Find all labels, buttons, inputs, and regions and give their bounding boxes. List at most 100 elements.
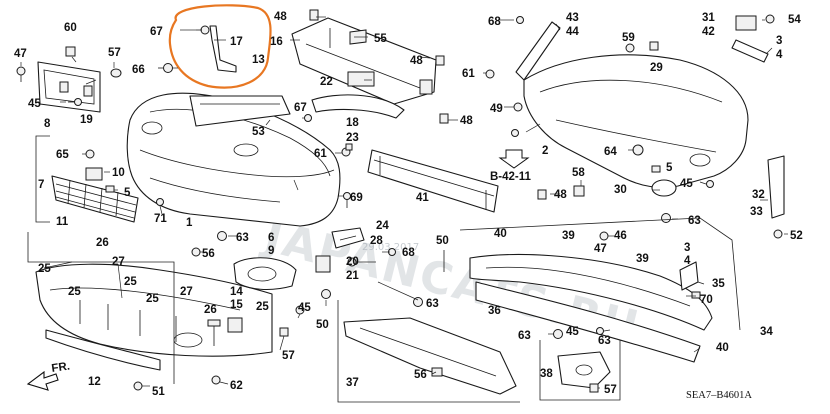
leader-lines xyxy=(20,16,788,389)
fastener-2-bolt xyxy=(511,129,519,137)
callout-64: 64 xyxy=(604,146,617,158)
callout-25b: 25 xyxy=(124,276,137,288)
highlight-circle xyxy=(168,4,272,89)
callout-60: 60 xyxy=(64,22,77,34)
fastener-60 xyxy=(65,46,76,57)
callout-14: 14 xyxy=(230,286,243,298)
callout-6: 6 xyxy=(268,232,274,244)
callout-70: 70 xyxy=(700,294,713,306)
callout-27b: 27 xyxy=(180,286,193,298)
callout-2: 2 xyxy=(542,145,548,157)
rear-bumper-cover xyxy=(523,54,749,189)
callout-15: 15 xyxy=(230,299,243,311)
callout-33: 33 xyxy=(750,206,763,218)
callout-3a: 3 xyxy=(776,35,782,47)
fog-clip-20 xyxy=(315,255,331,273)
callout-4b: 4 xyxy=(684,255,691,267)
rear-stay-42 xyxy=(731,39,769,63)
callout-8: 8 xyxy=(44,118,51,130)
callout-35: 35 xyxy=(712,278,725,290)
front-reinforcement-41 xyxy=(367,149,499,213)
fastener-45a xyxy=(68,98,82,106)
callout-17: 17 xyxy=(230,36,243,48)
callout-68a: 68 xyxy=(402,247,415,259)
callout-52: 52 xyxy=(790,230,803,242)
plate-18 xyxy=(311,94,405,119)
fastener-15 xyxy=(227,317,243,333)
grille-clip-5 xyxy=(105,185,115,193)
upper-bracket-17 xyxy=(196,25,237,73)
fastener-68b xyxy=(516,16,524,24)
fastener-52 xyxy=(773,229,783,239)
fastener-63c xyxy=(661,213,671,223)
fastener-28 xyxy=(207,319,221,327)
callout-22: 22 xyxy=(320,76,333,88)
rear-absorber-36 xyxy=(469,254,713,331)
fastener-63b xyxy=(413,297,423,307)
rear-stay-43 xyxy=(515,21,561,81)
callout-51: 51 xyxy=(152,386,165,398)
callout-40a: 40 xyxy=(494,228,507,240)
rear-callout-box xyxy=(459,217,741,331)
spoiler-callout-box xyxy=(27,232,175,384)
front-direction-arrow xyxy=(26,370,59,391)
callout-59: 59 xyxy=(622,32,635,44)
callout-39a: 39 xyxy=(562,230,575,242)
fastener-54 xyxy=(765,14,775,24)
fastener-23 xyxy=(345,143,353,151)
callout-65: 65 xyxy=(56,149,69,161)
fastener-70 xyxy=(691,291,701,299)
callout-39b: 39 xyxy=(636,253,649,265)
callout-45a: 45 xyxy=(28,98,41,110)
callout-11: 11 xyxy=(56,216,69,228)
fastener-50a xyxy=(321,289,331,299)
callout-20: 20 xyxy=(346,256,359,268)
callout-27a: 27 xyxy=(112,256,125,268)
callout-25e: 25 xyxy=(256,301,269,313)
callout-63b: 63 xyxy=(426,298,439,310)
fastener-48c xyxy=(439,113,449,124)
fastener-67b xyxy=(304,114,312,122)
callout-34: 34 xyxy=(760,326,773,338)
callout-46: 46 xyxy=(614,230,627,242)
callout-43: 43 xyxy=(566,12,579,24)
callout-41: 41 xyxy=(416,192,429,204)
fastener-51 xyxy=(133,381,143,391)
rear-bracket-box xyxy=(539,340,621,401)
ref-b-42-11: B-42-11 xyxy=(490,171,532,183)
diagram-code: SEA7–B4601A xyxy=(686,390,752,401)
callout-36: 36 xyxy=(488,305,501,317)
fastener-48a xyxy=(309,9,319,21)
fastener-58 xyxy=(573,185,585,197)
fastener-57c xyxy=(589,383,599,393)
callout-26a: 26 xyxy=(96,237,109,249)
callout-50b: 50 xyxy=(316,319,329,331)
callout-5: 5 xyxy=(124,187,131,199)
fastener-71 xyxy=(156,198,164,206)
rear-lower-garnish xyxy=(475,281,701,363)
front-bumper-cover xyxy=(126,92,341,227)
callout-25c: 25 xyxy=(68,286,81,298)
callout-71: 71 xyxy=(154,213,167,225)
fastener-48b xyxy=(435,55,445,66)
callout-42: 42 xyxy=(702,26,715,38)
callout-55: 55 xyxy=(374,33,387,45)
callout-61a: 61 xyxy=(314,148,327,160)
callout-57b: 57 xyxy=(282,350,295,362)
callout-16: 16 xyxy=(270,36,283,48)
callout-44: 44 xyxy=(566,26,579,38)
callout-32: 32 xyxy=(752,189,765,201)
callout-45c: 45 xyxy=(680,178,693,190)
fastener-61b xyxy=(485,69,495,79)
callout-56b: 56 xyxy=(414,369,427,381)
front-arrow-label: FR. xyxy=(51,361,71,375)
fastener-47 xyxy=(16,66,26,82)
fastener-46 xyxy=(599,231,609,241)
fastener-5b xyxy=(651,165,661,173)
callout-48c: 48 xyxy=(460,115,473,127)
callout-48b: 48 xyxy=(410,55,423,67)
rear-stay-31 xyxy=(735,15,757,31)
callout-37: 37 xyxy=(346,377,359,389)
fastener-57b xyxy=(279,327,289,337)
